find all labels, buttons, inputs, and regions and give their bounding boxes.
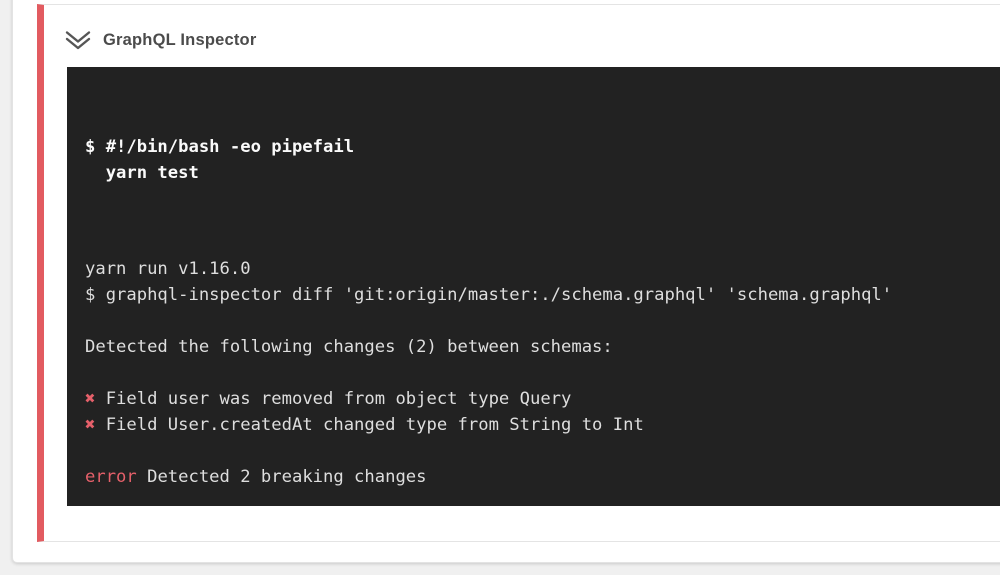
terminal-segment-red: error [85,467,137,487]
terminal-segment-red: ✖ [85,415,96,435]
terminal-output: $ #!/bin/bash -eo pipefail yarn test yar… [67,67,1000,506]
double-chevron-down-icon[interactable] [64,29,92,52]
failed-step-section: GraphQL Inspector $ #!/bin/bash -eo pipe… [37,4,1000,542]
terminal-segment-red: ✖ [85,389,96,409]
step-title: GraphQL Inspector [103,30,257,49]
terminal-output-lines: yarn run v1.16.0 $ graphql-inspector diff… [85,256,1000,506]
terminal-segment: Detected 2 breaking changes [136,467,427,487]
terminal-line [85,308,1000,334]
terminal-line [85,490,1000,506]
terminal-segment: Field user was removed from object type … [95,389,572,409]
terminal-line: Detected the following changes (2) betwe… [85,334,1000,360]
terminal-command-block: $ #!/bin/bash -eo pipefail yarn test [85,137,355,183]
terminal-line [85,438,1000,464]
terminal-line: $ graphql-inspector diff 'git:origin/mas… [85,282,1000,308]
terminal-segment: Field User.createdAt changed type from S… [95,415,644,435]
build-step-card: GraphQL Inspector $ #!/bin/bash -eo pipe… [12,0,1000,563]
terminal-segment: Detected the following changes (2) betwe… [85,337,613,357]
terminal-line: yarn run v1.16.0 [85,256,1000,282]
terminal-line: error Detected 2 breaking changes [85,464,1000,490]
step-header[interactable]: GraphQL Inspector [44,5,1000,53]
terminal-line: ✖ Field user was removed from object typ… [85,386,1000,412]
terminal-segment: $ graphql-inspector diff 'git:origin/mas… [85,285,893,305]
terminal-segment: yarn run v1.16.0 [85,259,251,279]
terminal-line [85,360,1000,386]
terminal-line: ✖ Field User.createdAt changed type from… [85,412,1000,438]
